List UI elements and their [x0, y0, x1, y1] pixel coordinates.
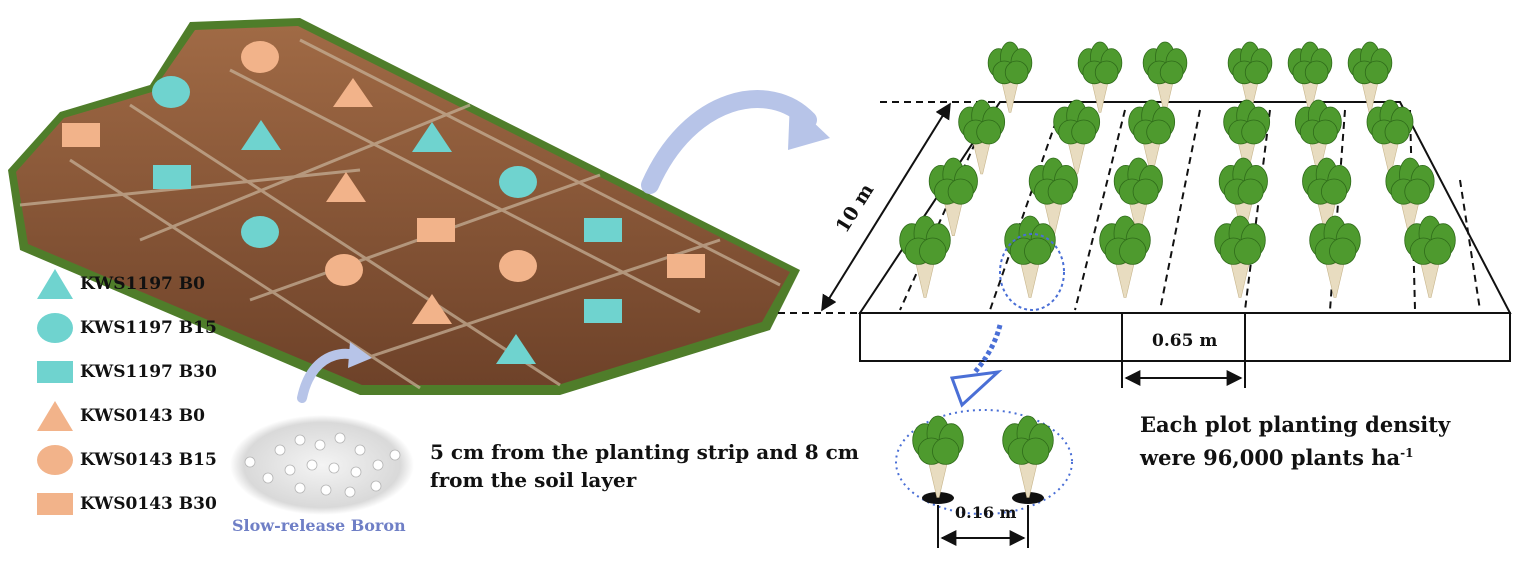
row-spacing-label: 0.65 m: [1152, 331, 1217, 351]
legend-label: KWS1197 B30: [80, 362, 217, 382]
plot-marker-rect: [153, 165, 191, 189]
length-label: 10 m: [832, 180, 879, 237]
legend-rectangle-icon: [36, 487, 74, 521]
zoomed-beet-plants: [912, 415, 1054, 498]
big-curved-arrow-head: [788, 100, 830, 150]
plot-marker-rect: [62, 123, 100, 147]
legend-ellipse-icon: [36, 443, 74, 477]
sugar-beet-plant: [1385, 157, 1435, 236]
sugar-beet-plant: [1214, 215, 1266, 298]
sugar-beet-plant: [987, 41, 1033, 113]
plot-marker-triangle: [326, 172, 366, 202]
sugar-beet-plant: [1142, 41, 1188, 113]
plot-markers: [62, 41, 705, 364]
plot-marker-ellipse: [499, 250, 537, 282]
soil-bed: [16, 26, 790, 385]
sugar-beet-plant: [928, 157, 978, 236]
sugar-beet-plant: [1294, 99, 1342, 175]
plot-marker-triangle: [412, 122, 452, 152]
plot-marker-triangle: [412, 294, 452, 324]
plot-marker-triangle: [496, 334, 536, 364]
sugar-beet-plant: [1347, 41, 1393, 113]
plot-marker-rect: [584, 299, 622, 323]
sugar-beet-plant: [1028, 157, 1078, 236]
plot-dividers: [19, 38, 781, 390]
planting-hole-left: [922, 492, 954, 504]
density-unit-superscript: -1: [1400, 446, 1414, 460]
sugar-beet-plant: [1404, 215, 1456, 298]
sugar-beet-plant: [1366, 99, 1414, 175]
boron-pellet-pile: [230, 415, 414, 515]
zoom-dotted-link: [973, 324, 1003, 374]
sugar-beet-plant: [1227, 41, 1273, 113]
small-curved-arrow: [297, 348, 360, 403]
legend-item: KWS0143 B30: [36, 482, 217, 526]
placement-note: 5 cm from the planting strip and 8 cm fr…: [430, 440, 859, 492]
legend-triangle-icon: [36, 267, 74, 301]
plot-marker-triangle: [333, 78, 373, 107]
legend-triangle-icon: [36, 399, 74, 433]
small-curved-arrow-head: [348, 342, 372, 368]
plot-marker-triangle: [241, 120, 281, 150]
legend-item: KWS0143 B15: [36, 438, 217, 482]
plot-front-face: [859, 312, 1511, 362]
legend-label: KWS0143 B15: [80, 450, 217, 470]
legend-ellipse-icon: [36, 311, 74, 345]
legend-item: KWS1197 B15: [36, 306, 217, 350]
plot-marker-ellipse: [152, 76, 190, 108]
density-text: Each plot planting density were 96,000 p…: [1140, 412, 1451, 470]
big-curved-arrow: [641, 90, 817, 194]
sugar-beet-plant: [1223, 99, 1271, 175]
legend-label: KWS0143 B30: [80, 494, 217, 514]
density-note: Each plot planting density were 96,000 p…: [1140, 410, 1470, 472]
sugar-beet-plant: [1004, 215, 1056, 298]
length-dimension-arrow: [821, 102, 951, 312]
sugar-beet-plant: [1128, 99, 1176, 175]
plant-spacing-label: 0.16 m: [955, 503, 1017, 522]
plot-marker-rect: [667, 254, 705, 278]
fertilizer-label: Slow-release Boron: [232, 516, 406, 535]
legend-label: KWS1197 B15: [80, 318, 217, 338]
legend-item: KWS1197 B0: [36, 262, 217, 306]
plot-marker-rect: [417, 218, 455, 242]
sugar-beet-plant: [958, 99, 1006, 175]
sugar-beet-plant: [1099, 215, 1151, 298]
plot-marker-ellipse: [241, 41, 279, 73]
sugar-beet-rows: [899, 41, 1456, 298]
zoom-ellipse: [895, 409, 1073, 515]
legend-rectangle-icon: [36, 355, 74, 389]
sugar-beet-plant: [1077, 41, 1123, 113]
sugar-beet-plant: [1113, 157, 1163, 236]
legend-item: KWS0143 B0: [36, 394, 217, 438]
zoom-circle: [999, 233, 1065, 311]
plot-marker-ellipse: [241, 216, 279, 248]
planting-hole-right: [1012, 492, 1044, 504]
plot-marker-rect: [584, 218, 622, 242]
legend-label: KWS0143 B0: [80, 406, 205, 426]
sugar-beet-plant: [1309, 215, 1361, 298]
plot-marker-ellipse: [325, 254, 363, 286]
sugar-beet-plant: [1002, 415, 1054, 498]
sugar-beet-plant: [1053, 99, 1101, 175]
sugar-beet-plant: [1302, 157, 1352, 236]
legend-label: KWS1197 B0: [80, 274, 205, 294]
zoom-arrow-head: [949, 369, 1003, 408]
sugar-beet-plant: [899, 215, 951, 298]
sugar-beet-plant: [912, 415, 964, 498]
legend-item: KWS1197 B30: [36, 350, 217, 394]
plot-marker-ellipse: [499, 166, 537, 198]
